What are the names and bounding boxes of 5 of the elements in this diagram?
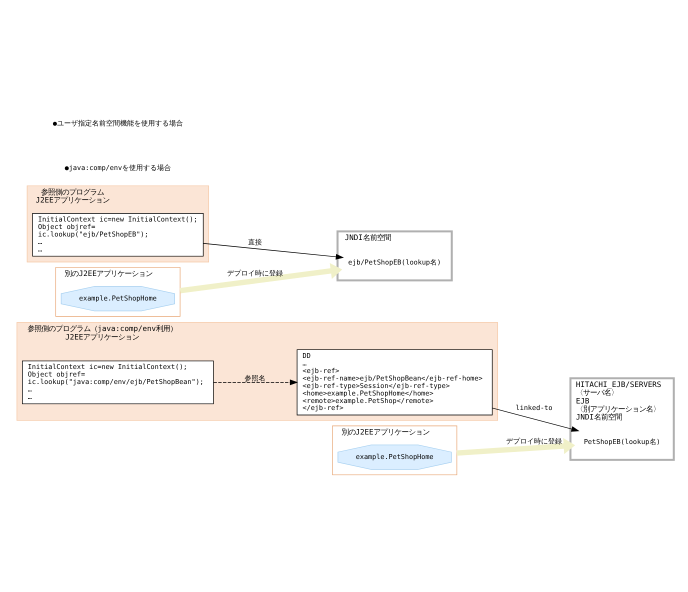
arrow bbox=[180, 262, 342, 294]
arrow bbox=[456, 438, 576, 456]
arrow bbox=[202, 243, 344, 260]
arrow bbox=[492, 408, 580, 432]
arrow bbox=[213, 380, 298, 386]
